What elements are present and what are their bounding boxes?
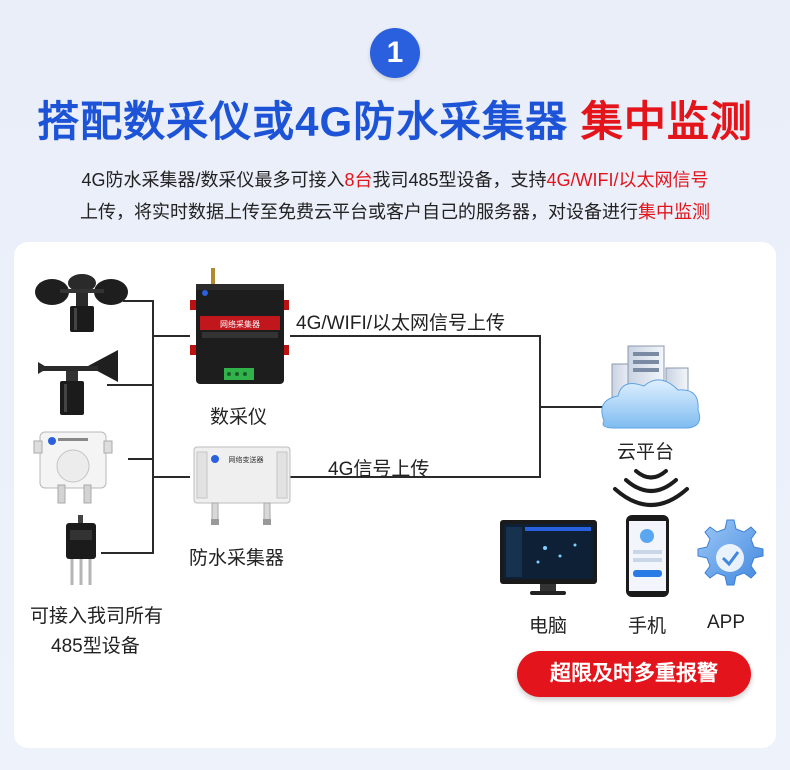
desc-highlight-signals: 4G/WIFI/以太网信号 [546, 170, 709, 190]
app-gear-icon [697, 519, 764, 586]
desc-text: 4G防水采集器/数采仪最多可接入 [81, 170, 345, 190]
sensors-caption-line-1: 可接入我司所有 [30, 606, 164, 627]
collector-label: 防水采集器 [189, 548, 285, 569]
wireless-signal-icon [613, 469, 689, 507]
device-phone-label: 手机 [628, 616, 667, 637]
desc-highlight-count: 8台 [344, 170, 373, 190]
anemometer-sensor-icon [35, 274, 128, 332]
device-app-label: APP [707, 612, 746, 633]
collector-screen-text: 网络变送器 [229, 455, 264, 464]
link-top-label: 4G/WIFI/以太网信号上传 [296, 313, 506, 334]
connection-lines [101, 300, 603, 554]
cloud-server-icon [601, 345, 701, 429]
over-limit-alarm-button[interactable]: 超限及时多重报警 [517, 651, 751, 697]
computer-monitor-icon [500, 520, 597, 595]
sensors-caption-line-2: 485型设备 [51, 636, 140, 657]
desc-text: 上传，将实时数据上传至免费云平台或客户自己的服务器，对设备进行 [80, 202, 638, 222]
datalogger-device-icon: 网络采集器 [190, 268, 289, 384]
soil-probe-sensor-icon [66, 515, 96, 585]
description-line-1: 4G防水采集器/数采仪最多可接入8台我司485型设备，支持4G/WIFI/以太网… [0, 166, 790, 192]
headline-highlight: 集中监测 [580, 98, 753, 145]
waterproof-collector-device-icon: 网络变送器 [193, 446, 291, 525]
mobile-phone-icon [626, 515, 669, 597]
step-number-badge: 1 [370, 28, 420, 78]
temp-humidity-sensor-icon [33, 431, 113, 504]
datalogger-label: 数采仪 [210, 407, 268, 428]
desc-highlight-monitoring: 集中监测 [638, 202, 710, 222]
wind-vane-sensor-icon [38, 350, 118, 415]
desc-text: 我司485型设备，支持 [372, 170, 547, 190]
cloud-platform-label: 云平台 [617, 442, 675, 463]
link-bottom-label: 4G信号上传 [328, 459, 430, 480]
page-headline: 搭配数采仪或4G防水采集器 集中监测 [0, 88, 790, 149]
description-line-2: 上传，将实时数据上传至免费云平台或客户自己的服务器，对设备进行集中监测 [0, 198, 790, 224]
datalogger-screen-text: 网络采集器 [220, 319, 260, 329]
device-pc-label: 电脑 [529, 616, 568, 637]
headline-main: 搭配数采仪或4G防水采集器 [37, 98, 569, 145]
